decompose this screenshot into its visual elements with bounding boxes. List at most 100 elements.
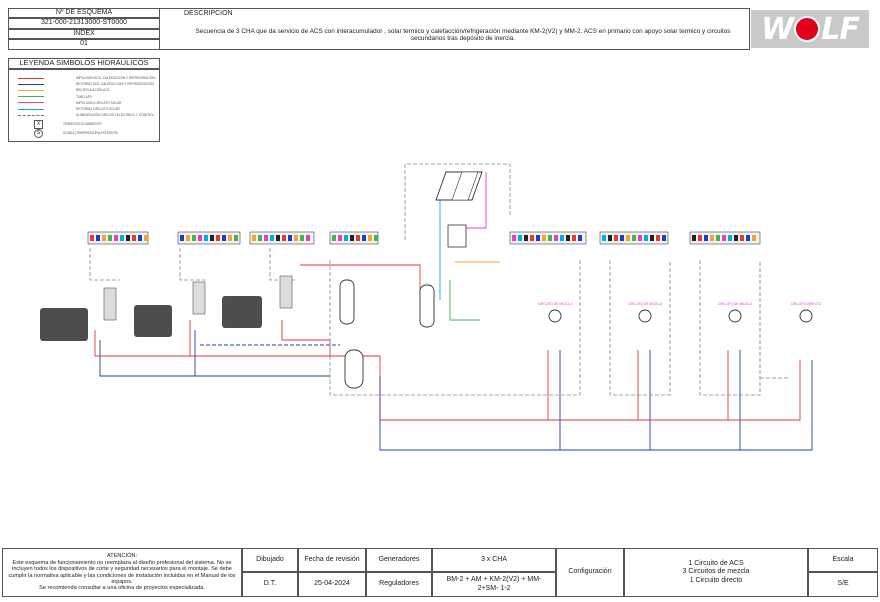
terminal-block — [180, 235, 184, 241]
escala-value: S/E — [808, 572, 878, 597]
legend-line-swatch — [18, 108, 44, 110]
legend-label: RETORNO CIRCUITO SOLAR — [76, 107, 120, 111]
scheme-number-label: Nº DE ESQUEMA — [8, 8, 160, 18]
emitter-2 — [638, 309, 652, 323]
reguladores-value: BM-2 + AM + KM-2(V2) + MM-2+SM- 1-2 — [432, 572, 556, 597]
terminal-block — [626, 235, 630, 241]
circuit-tags: CIRCUITO DE MEZCLA CIRCUITO DE MEZCLA CIRC… — [538, 302, 822, 306]
legend-line-swatch — [18, 114, 44, 116]
terminal-block — [192, 235, 196, 241]
solar-supply — [466, 172, 487, 229]
terminal-block — [294, 235, 298, 241]
terminal-block — [114, 235, 118, 241]
heat-pump-2 — [134, 305, 172, 337]
terminal-block — [288, 235, 292, 241]
legend-item: TUBO AFS — [18, 93, 92, 101]
index-value: 01 — [8, 39, 160, 50]
attention-title: ATENCIÓN: — [106, 553, 138, 560]
terminal-block — [734, 235, 738, 241]
heat-pumps — [40, 275, 293, 341]
terminal-block — [338, 235, 342, 241]
description-label: DESCRIPCION — [184, 10, 233, 17]
circuit-tag: CIRCUITO DIRECTO — [791, 302, 822, 306]
description-box — [160, 8, 750, 50]
terminal-block — [728, 235, 732, 241]
circuit-tag: CIRCUITO DE MEZCLA — [718, 302, 753, 306]
logo-lf: LF — [821, 11, 860, 47]
terminal-block — [216, 235, 220, 241]
wiring-loop-3 — [699, 260, 761, 396]
wiring-unit1 — [89, 248, 120, 281]
control-wiring — [89, 163, 790, 396]
terminal-block — [512, 235, 516, 241]
terminal-block — [614, 235, 618, 241]
terminal-block — [222, 235, 226, 241]
terminal-block — [270, 235, 274, 241]
terminal-block — [264, 235, 268, 241]
legend-line-swatch — [18, 96, 44, 98]
legend-item: IMPULSION ACS, CALEFACCIÓN Y REFRIGERACI… — [18, 74, 155, 82]
terminal-block — [746, 235, 750, 241]
configuracion-label: Configuración — [556, 548, 624, 597]
terminal-block — [524, 235, 528, 241]
hydro-module-2 — [192, 281, 206, 315]
terminal-block — [548, 235, 552, 241]
legend-symbol-label: SONDA (TEMPERATURA EXTERIOR) — [63, 131, 119, 135]
legend-label: RECIRCULACIÓN ACS — [76, 88, 110, 93]
supply-line-main — [94, 330, 357, 357]
return-line-main — [99, 340, 330, 377]
solar-collector-2 — [451, 171, 479, 201]
thermostat-symbol-icon: X — [34, 119, 43, 129]
attention-box: ATENCIÓN: Este esquema de funcionamiento… — [2, 548, 242, 597]
terminal-block — [144, 235, 148, 241]
solar-collectors — [435, 171, 483, 248]
terminal-block — [234, 235, 238, 241]
terminal-block — [716, 235, 720, 241]
legend-line-swatch — [18, 102, 44, 104]
fecha-value: 25-04-2024 — [298, 572, 366, 597]
solar-lines — [439, 172, 500, 321]
legend-label: TUBO AFS — [76, 94, 92, 99]
terminal-block — [602, 235, 606, 241]
scheme-number-value: 321-000-21313000-ST0000 — [8, 18, 160, 29]
emitters — [548, 309, 813, 323]
legend-line-swatch — [18, 83, 44, 85]
terminal-block — [368, 235, 372, 241]
generadores-label: Generadores — [366, 548, 432, 572]
terminal-block — [306, 235, 310, 241]
wiring-loop-1 — [329, 260, 581, 396]
terminal-block — [96, 235, 100, 241]
legend-item: ALIMENTACIÓN CIRCUITO ELÉCTRICO Y CONTRO… — [18, 111, 154, 119]
terminal-block — [120, 235, 124, 241]
emitter-4 — [799, 309, 813, 323]
legend-item: RETORNO ACS, CALEFACCIÓN Y REFRIGERACIÓN — [18, 80, 154, 88]
legend-title: LEYENDA SIMBOLOS HIDRÁULICOS — [8, 58, 160, 69]
terminal-block — [542, 235, 546, 241]
terminal-block — [704, 235, 708, 241]
legend-item: IMPULSION CIRCUITO SOLAR — [18, 99, 121, 107]
terminal-block — [638, 235, 642, 241]
terminal-block — [740, 235, 744, 241]
terminal-block — [198, 235, 202, 241]
terminal-block — [374, 235, 378, 241]
heat-pump-1 — [40, 308, 88, 341]
solar-station — [447, 224, 467, 248]
circuit-tag: CIRCUITO DE MEZCLA — [628, 302, 663, 306]
dibujado-value: D.T. — [242, 572, 298, 597]
terminal-block — [252, 235, 256, 241]
legend-line-swatch — [18, 77, 44, 79]
terminal-block — [698, 235, 702, 241]
terminal-block — [632, 235, 636, 241]
terminal-block — [722, 235, 726, 241]
legend-line-swatch — [18, 89, 44, 91]
terminal-block — [138, 235, 142, 241]
terminal-block — [102, 235, 106, 241]
description-text: Secuencia de 3 CHA que da servicio de AC… — [195, 28, 731, 43]
legend-symbol-label: TERMOSTATO AMBIENTE — [63, 122, 102, 126]
terminal-block — [300, 235, 304, 241]
hydro-module-3 — [279, 275, 293, 309]
terminal-block — [644, 235, 648, 241]
wiring-loop-2 — [609, 260, 671, 396]
